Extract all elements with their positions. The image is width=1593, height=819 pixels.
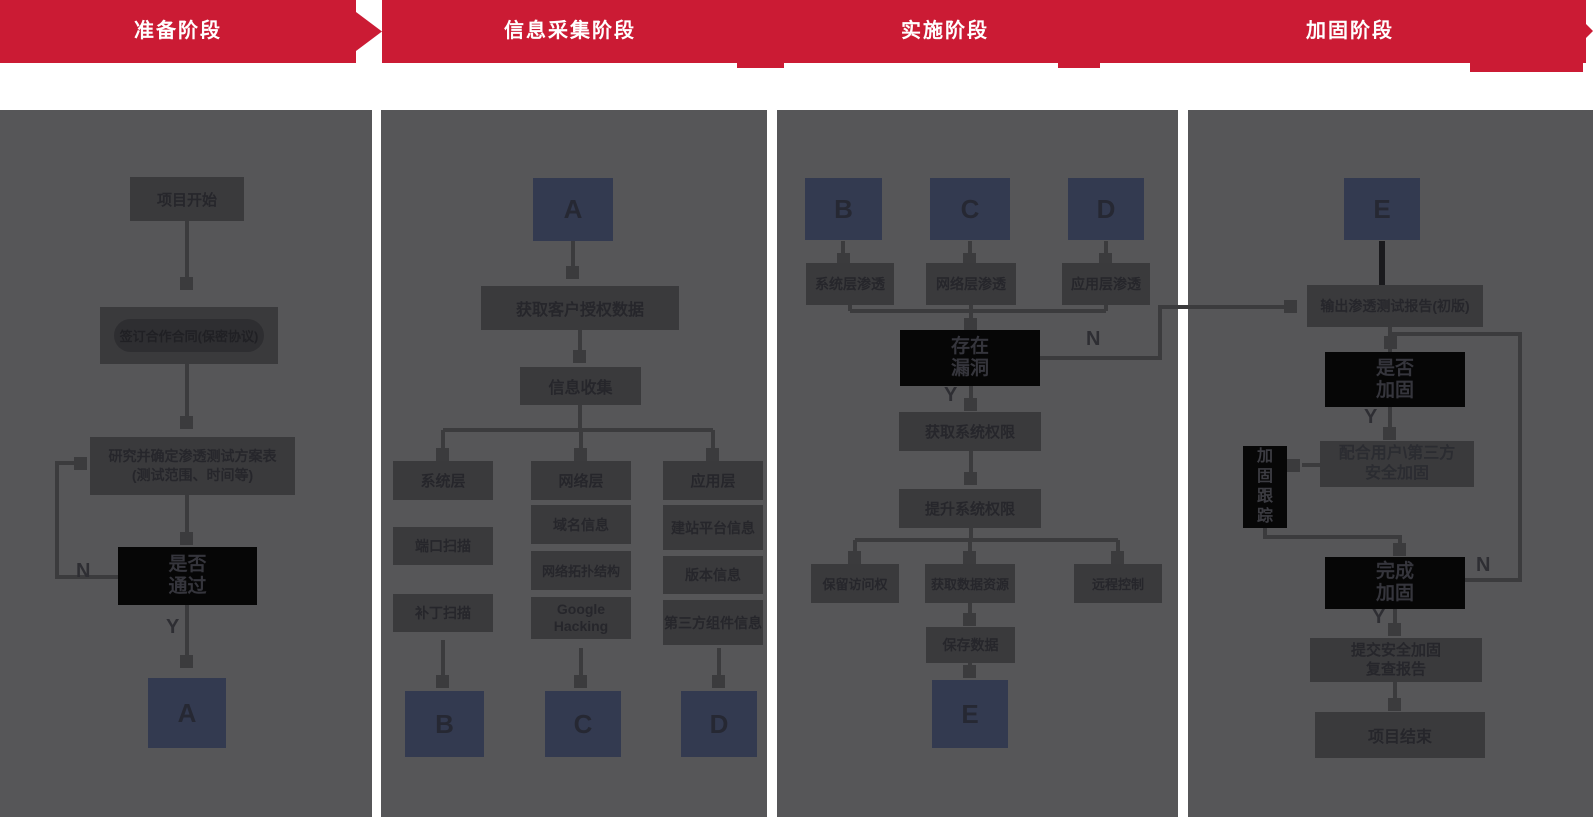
- label-yes: Y: [166, 616, 180, 638]
- banner-tab: [1058, 63, 1100, 68]
- decision-harden-done: 完成 加固: [1325, 557, 1465, 609]
- connector-b-out: B: [405, 691, 484, 757]
- decision-harden: 是否 加固: [1325, 352, 1465, 407]
- node-info-collect: 信息收集: [520, 367, 641, 405]
- node-contract: 签订合作合同(保密协议): [100, 307, 278, 364]
- node-app-test: 应用层渗透: [1062, 263, 1150, 305]
- node-escalate-priv: 提升系统权限: [899, 489, 1041, 528]
- label-no: N: [1476, 554, 1491, 576]
- label-yes: Y: [1372, 606, 1386, 628]
- node-project-end: 项目结束: [1315, 712, 1485, 758]
- node-domain-info: 域名信息: [531, 505, 631, 544]
- node-thirdparty-info: 第三方组件信息: [663, 600, 763, 645]
- decision-pass: 是否 通过: [118, 547, 257, 605]
- node-network-test: 网络层渗透: [926, 263, 1016, 305]
- node-gain-access: 获取系统权限: [899, 412, 1041, 451]
- phase-banner: [0, 0, 1586, 63]
- node-save-data: 保存数据: [926, 627, 1015, 663]
- branch-network-layer: 网络层: [531, 461, 631, 500]
- connector-d-in: D: [1068, 178, 1144, 240]
- node-patch-scan: 补丁扫描: [393, 594, 493, 632]
- node-version-info: 版本信息: [663, 556, 763, 594]
- node-remote-control: 远程控制: [1074, 564, 1162, 603]
- node-final-report: 提交安全加固 复查报告: [1310, 638, 1482, 682]
- node-project-start: 项目开始: [130, 177, 244, 221]
- banner-tab: [1470, 63, 1583, 72]
- connector-e-out: E: [932, 680, 1008, 748]
- banner-end-arrow-icon: [1583, 21, 1593, 41]
- phase-label-prepare: 准备阶段: [134, 20, 222, 42]
- node-topology: 网络拓扑结构: [531, 551, 631, 590]
- phase-label-execute: 实施阶段: [901, 20, 989, 42]
- node-test-plan: 研究并确定渗透测试方案表 (测试范围、时间等): [90, 437, 295, 495]
- banner-tab: [737, 63, 784, 68]
- node-port-scan: 端口扫描: [393, 527, 493, 565]
- node-platform-info: 建站平台信息: [663, 505, 763, 550]
- connector-a-in: A: [533, 178, 613, 241]
- node-contract-label: 签订合作合同(保密协议): [114, 319, 264, 352]
- connector-a-out: A: [148, 678, 226, 748]
- connector-c-out: C: [545, 691, 621, 757]
- label-no: N: [1086, 328, 1101, 350]
- decision-vulnerability: 存在 漏洞: [900, 330, 1040, 386]
- connector-b-in: B: [805, 178, 882, 240]
- node-harden-tracking: 加 固 跟 踪: [1243, 446, 1287, 528]
- branch-system-layer: 系统层: [393, 461, 493, 500]
- node-keep-access: 保留访问权: [811, 564, 899, 603]
- label-no: N: [76, 560, 91, 582]
- node-output-report: 输出渗透测试报告(初版): [1307, 285, 1483, 327]
- node-assist-harden: 配合用户\第三方 安全加固: [1320, 441, 1474, 487]
- connector-c-in: C: [930, 178, 1010, 240]
- branch-app-layer: 应用层: [663, 461, 763, 500]
- connector-e-in: E: [1344, 178, 1420, 240]
- connector-d-out: D: [681, 691, 757, 757]
- node-google-hacking: Google Hacking: [531, 597, 631, 639]
- label-yes: Y: [1364, 406, 1378, 428]
- phase-label-harden: 加固阶段: [1306, 20, 1394, 42]
- node-get-resources: 获取数据资源: [925, 564, 1015, 603]
- node-system-test: 系统层渗透: [806, 263, 894, 305]
- phase-label-collect: 信息采集阶段: [504, 20, 636, 42]
- node-authorization: 获取客户授权数据: [481, 286, 679, 330]
- label-yes: Y: [944, 384, 958, 406]
